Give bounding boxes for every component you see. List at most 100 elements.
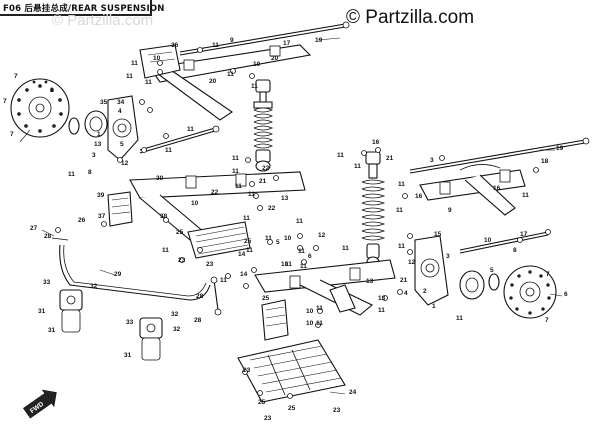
watermark-right: © Partzilla.com <box>346 7 475 28</box>
callout-label: 11 <box>522 192 529 199</box>
callout-label: 19 <box>556 145 564 152</box>
callout-label: 20 <box>271 55 279 62</box>
callout-label: 10 <box>281 261 289 268</box>
callout-label: 19 <box>315 37 323 44</box>
callout-label: 8 <box>513 247 517 254</box>
callout-label: 22 <box>211 189 219 196</box>
shock-absorber-right <box>361 151 386 268</box>
callout-label: 10 <box>153 55 161 62</box>
right-lower-bolt <box>459 231 549 254</box>
callout-label: 7 <box>14 73 18 80</box>
callout-label: 39 <box>97 192 105 199</box>
stabilizer-bushing-left <box>59 289 83 333</box>
callout-label: 13 <box>94 141 102 148</box>
callout-label: 11 <box>378 307 385 314</box>
callout-label: 11 <box>232 168 239 175</box>
skid-plate-small <box>187 221 251 259</box>
callout-label: 1 <box>432 303 436 310</box>
callout-label: 5 <box>120 141 124 148</box>
upper-long-bolt <box>179 21 350 56</box>
callout-label: 2 <box>50 87 54 94</box>
callout-label: 3 <box>446 253 450 260</box>
callout-label: 11 <box>246 247 253 254</box>
callout-label: 22 <box>262 165 270 172</box>
fasteners <box>55 47 551 399</box>
callout-label: 27 <box>30 225 38 232</box>
callout-label: 11 <box>396 207 403 214</box>
leader-lines <box>19 37 563 395</box>
hub-bearing-right <box>459 270 500 300</box>
callout-label: 18 <box>541 158 549 165</box>
callout-label: 4 <box>404 290 408 297</box>
callout-label: 6 <box>308 253 312 260</box>
callout-label: 11 <box>145 79 152 86</box>
callout-label: 11 <box>456 315 463 322</box>
callout-label: 11 <box>162 247 169 254</box>
callout-label: 1 <box>97 131 101 138</box>
upper-control-arm-right <box>419 164 526 216</box>
callout-label: 38 <box>160 213 168 220</box>
callout-label: 5 <box>490 267 494 274</box>
callout-label: 11 <box>398 181 405 188</box>
callout-label: 32 <box>90 283 98 290</box>
callout-label: 25 <box>288 405 296 412</box>
lower-control-arm-right <box>254 259 396 316</box>
skid-plate-large <box>237 339 346 403</box>
callout-label: 29 <box>114 271 122 278</box>
callout-label: 11 <box>354 163 361 170</box>
callout-label: 11 <box>131 60 138 67</box>
callout-label: 2 <box>423 288 427 295</box>
callout-label: 23 <box>178 257 186 264</box>
upper-control-arm-left <box>149 44 312 121</box>
hub-bearing-left <box>68 110 108 138</box>
callout-label: 11 <box>316 320 323 327</box>
callout-label: 33 <box>43 279 51 286</box>
callout-label: 11 <box>232 155 239 162</box>
callout-label: 11 <box>337 152 344 159</box>
callout-label: 11 <box>235 183 242 190</box>
callout-label: 23 <box>264 415 272 422</box>
callout-label: 9 <box>448 207 452 214</box>
callout-label: 11 <box>68 171 75 178</box>
callout-label: 23 <box>333 407 341 414</box>
callout-label: 30 <box>156 175 164 182</box>
callout-label: 11 <box>212 42 219 49</box>
diagram-title: F06 后悬挂总成/REAR SUSPENSION <box>3 4 165 14</box>
callout-label: 21 <box>259 178 267 185</box>
callout-label: 13 <box>378 295 386 302</box>
callout-label: 7 <box>10 131 14 138</box>
callout-label: 10 <box>484 237 492 244</box>
callout-label: 7 <box>3 98 7 105</box>
callout-label: 11 <box>227 71 234 78</box>
callout-label: 11 <box>187 126 194 133</box>
callout-label: 23 <box>243 367 251 374</box>
callout-label: 25 <box>258 399 266 406</box>
forward-direction-badge: FWD <box>23 389 57 419</box>
callout-label: 21 <box>400 277 408 284</box>
brake-disc-right <box>503 265 557 319</box>
callout-label: 7 <box>546 271 550 278</box>
callout-label: 13 <box>366 278 374 285</box>
callout-label: 10 <box>306 320 314 327</box>
callout-label: 11 <box>296 218 303 225</box>
callout-label: 28 <box>196 293 204 300</box>
callout-label: 5 <box>276 239 280 246</box>
stabilizer-bushing-right <box>139 317 163 361</box>
callout-label: 14 <box>240 271 248 278</box>
callout-label: 17 <box>283 40 291 47</box>
callout-label: 11 <box>316 305 323 312</box>
callout-label: 3 <box>430 157 434 164</box>
callout-label: 13 <box>281 195 289 202</box>
callout-label: 10 <box>284 235 292 242</box>
callout-label: 11 <box>248 191 255 198</box>
knuckle-right <box>414 235 449 306</box>
callout-label: 36 <box>171 42 179 49</box>
right-long-bolt <box>409 137 590 174</box>
callout-label: 9 <box>230 37 234 44</box>
callout-labels: 36 11 9 17 19 10 11 20 10 11 20 11 11 11… <box>3 37 568 422</box>
callout-label: 11 <box>398 243 405 250</box>
callout-label: 7 <box>545 317 549 324</box>
callout-label: 3 <box>92 152 96 159</box>
callout-label: 32 <box>171 311 179 318</box>
